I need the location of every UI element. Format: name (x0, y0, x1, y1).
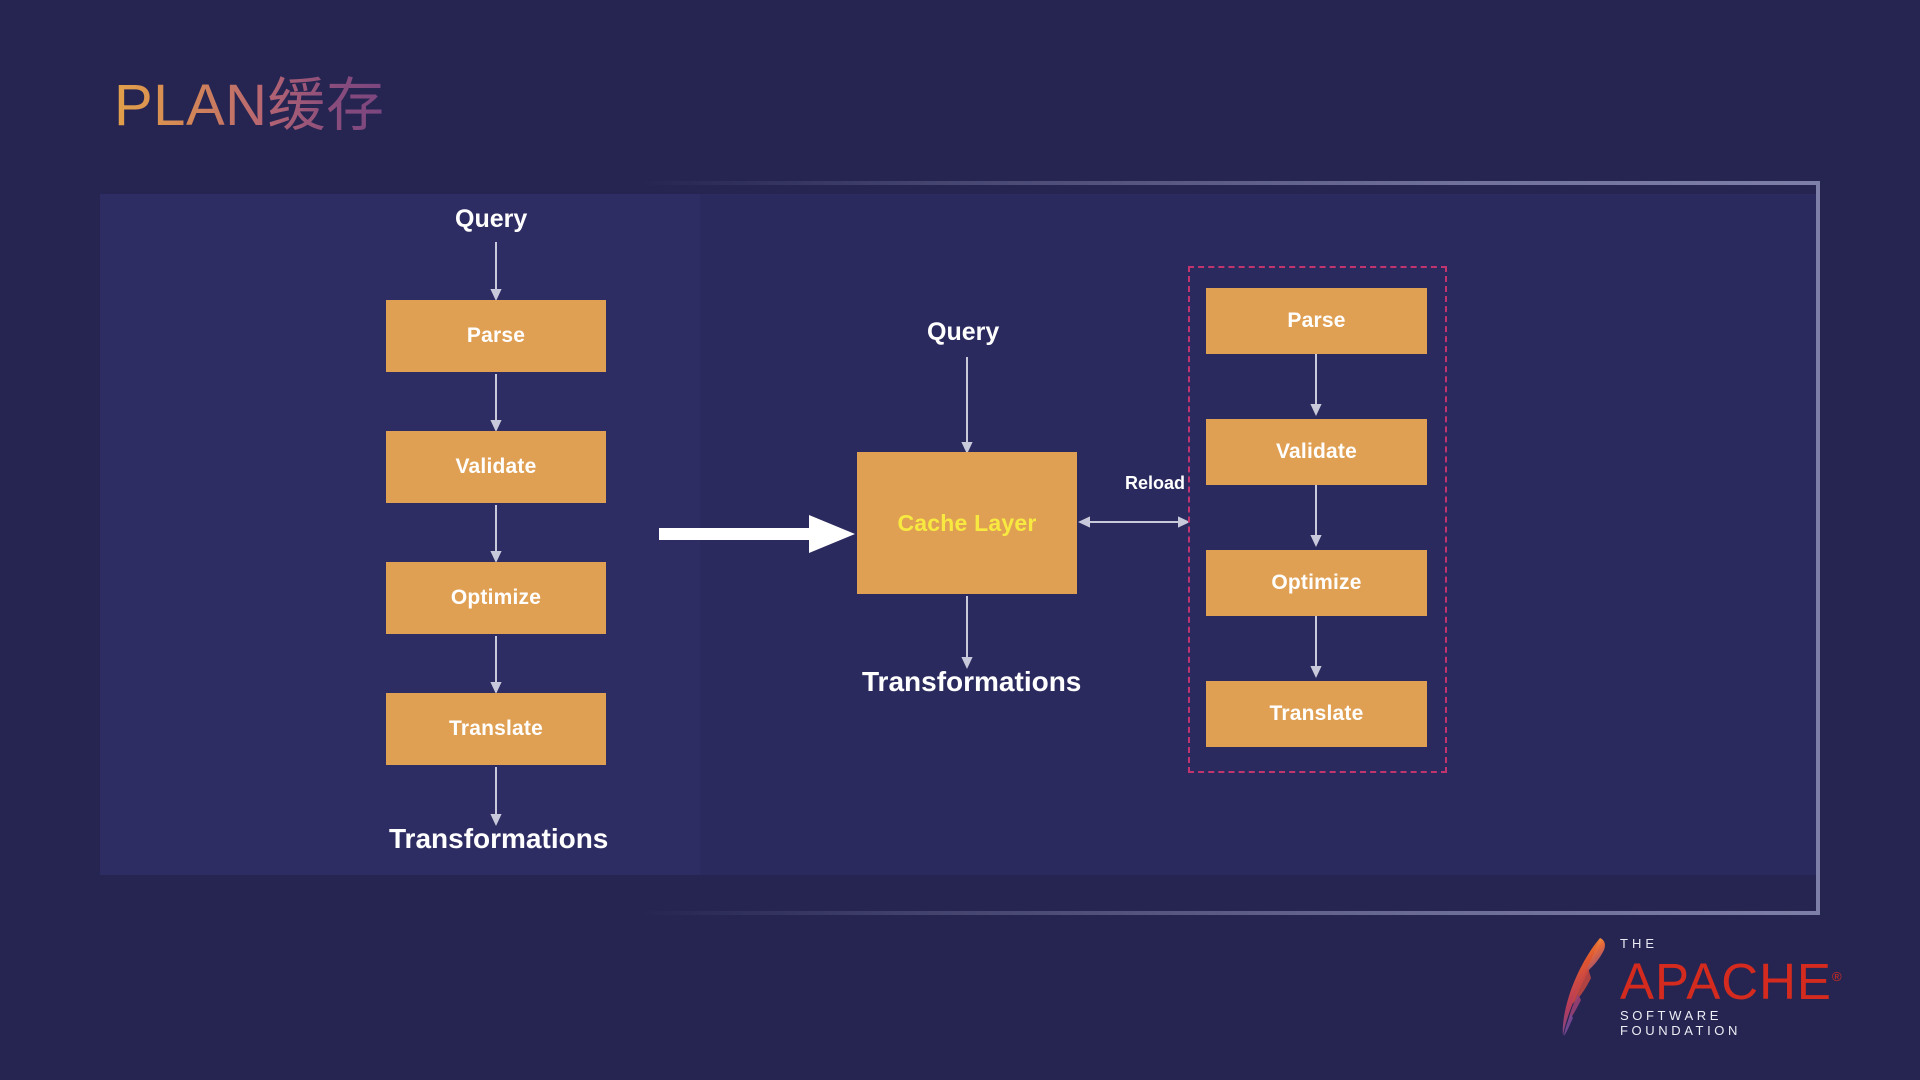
apache-software-foundation-logo: THE APACHE® SOFTWARE FOUNDATION (1558, 932, 1843, 1042)
right-step-validate: Validate (1206, 419, 1427, 485)
logo-apache-text: APACHE® (1620, 951, 1843, 1010)
left-flow-input-label: Query (455, 205, 528, 233)
logo-the-text: THE (1620, 936, 1658, 951)
apache-wordmark: THE APACHE® SOFTWARE FOUNDATION (1620, 936, 1843, 1038)
decorative-frame-right (1816, 181, 1820, 915)
right-step-parse: Parse (1206, 288, 1427, 354)
cache-flow-input-label: Query (927, 318, 1000, 346)
decorative-frame-bottom (640, 911, 1820, 915)
reload-label: Reload (1125, 473, 1186, 493)
left-flow-output-label: Transformations (389, 823, 609, 854)
left-content-panel (100, 194, 700, 875)
cache-layer-box: Cache Layer (857, 452, 1077, 594)
apache-feather-icon (1562, 938, 1605, 1036)
cache-flow-output-label: Transformations (862, 666, 1082, 697)
page-title: PLAN缓存 (114, 58, 385, 142)
decorative-frame-top (640, 181, 1820, 185)
cached-plan-group-boundary (1188, 266, 1447, 773)
right-step-optimize: Optimize (1206, 550, 1427, 616)
left-step-translate: Translate (386, 693, 606, 765)
logo-apache-label: APACHE (1620, 953, 1832, 1010)
pipeline-to-cache-arrow (659, 515, 855, 553)
left-step-parse: Parse (386, 300, 606, 372)
left-step-validate: Validate (386, 431, 606, 503)
registered-trademark-icon: ® (1831, 969, 1843, 984)
right-step-translate: Translate (1206, 681, 1427, 747)
logo-foundation-text: SOFTWARE FOUNDATION (1620, 1008, 1741, 1038)
left-step-optimize: Optimize (386, 562, 606, 634)
